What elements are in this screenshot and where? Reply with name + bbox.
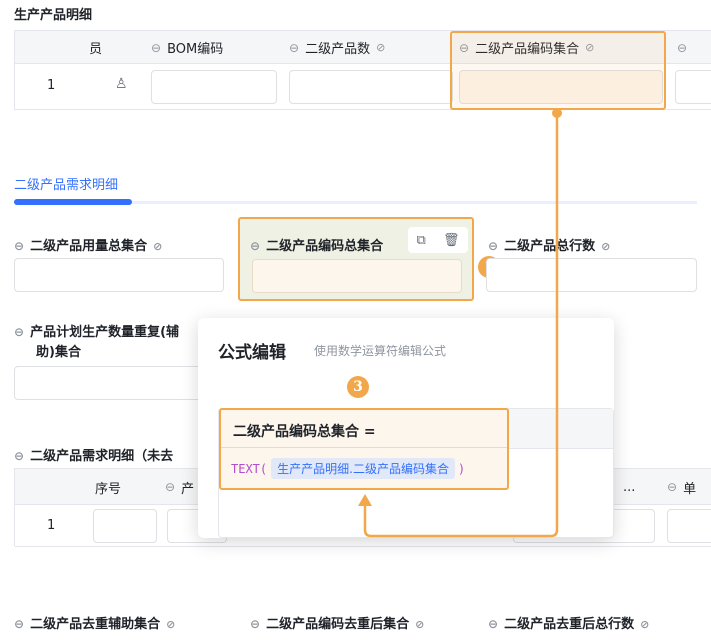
copy-icon[interactable]: ⧉ [416,232,426,248]
unit-input[interactable] [667,509,711,543]
eye-off-icon: ⊘ [415,618,425,631]
column-header-seq: 序号 [95,481,122,497]
section-title-production-detail: 生产产品明细 [14,8,93,23]
link-icon: ⊖ [250,617,261,631]
formula-function: TEXT( [231,461,268,476]
formula-close-paren: ) [458,461,464,476]
table-row: 1 ♙ [15,64,711,110]
code-set-field-card[interactable]: ⊖二级产品编码总集合 ⧉ 🗑 [238,217,474,301]
seq-input[interactable] [93,509,157,543]
eye-off-icon: ⊘ [153,240,163,253]
column-header-product: ⊖产 [165,480,195,497]
formula-editor-subtitle: 使用数学运算符编辑公式 [314,344,447,358]
formula-expression[interactable]: TEXT( 生产产品明细.二级产品编码集合 ) [231,458,464,479]
more-input[interactable] [675,70,711,104]
row-index: 1 [47,518,56,533]
code-set-input[interactable] [252,259,462,293]
field-label-total-rows: ⊖二级产品总行数⊘ [488,239,611,254]
field-toolbar: ⧉ 🗑 [408,227,468,253]
link-icon: ⊖ [459,40,470,55]
link-icon: ⊖ [677,40,688,55]
link-icon: ⊖ [250,239,261,253]
plan-qty-input[interactable] [14,366,214,400]
formula-argument-chip[interactable]: 生产产品明细.二级产品编码集合 [271,458,455,479]
link-icon: ⊖ [151,40,162,55]
link-icon: ⊖ [14,617,25,631]
field-label-dedup-code: ⊖二级产品编码去重后集合⊘ [250,617,425,632]
tab-underline-active [14,199,132,205]
eye-off-icon: ⊘ [376,41,386,54]
bom-code-input[interactable] [151,70,277,104]
field-label-dedup-total: ⊖二级产品去重后总行数⊘ [488,617,650,632]
subtable-title: ⊖二级产品需求明细（未去 [14,449,174,464]
eye-off-icon: ⊘ [166,618,176,631]
link-icon: ⊖ [14,239,25,253]
row-index: 1 [47,78,56,93]
eye-off-icon: ⊘ [601,240,611,253]
link-icon: ⊖ [667,480,678,494]
tab-underline-track [14,201,697,204]
eye-off-icon: ⊘ [640,618,650,631]
formula-input-highlight[interactable]: 二级产品编码总集合 = TEXT( 生产产品明细.二级产品编码集合 ) [219,408,509,490]
field-label-code-set: ⊖二级产品编码总集合 [250,239,384,254]
sub-product-count-input[interactable] [289,70,453,104]
column-header-sub-product-code-set: ⊖二级产品编码集合⊘ [459,40,595,58]
formula-divider [221,447,507,448]
column-header-ellipsis: ... [623,479,636,495]
field-label-usage-set: ⊖二级产品用量总集合⊘ [14,239,163,254]
trash-icon[interactable]: 🗑 [442,232,460,248]
field-label-plan-qty: ⊖产品计划生产数量重复(辅 助)集合 [14,322,179,363]
link-icon: ⊖ [14,449,25,463]
field-label-dedup-aux: ⊖二级产品去重辅助集合⊘ [14,617,176,632]
column-header-sub-product-count: ⊖二级产品数⊘ [289,40,386,58]
link-icon: ⊖ [488,239,499,253]
column-header-person: 员 [89,42,103,57]
sub-product-code-set-input[interactable] [459,70,663,104]
link-icon: ⊖ [14,325,25,339]
link-icon: ⊖ [488,617,499,631]
link-icon: ⊖ [165,480,176,494]
column-header-bom-code: ⊖BOM编码 [151,40,224,58]
link-icon: ⊖ [289,40,300,55]
production-detail-table: 员 ⊖BOM编码 ⊖二级产品数⊘ ⊖二级产品编码集合⊘ ⊖ 1 ♙ [14,30,711,110]
eye-off-icon: ⊘ [585,41,595,54]
total-rows-input[interactable] [486,258,697,292]
formula-editor-title: 公式编辑 [218,343,286,363]
step-badge-three: 3 [347,376,369,398]
tab-sub-product-demand[interactable]: 二级产品需求明细 [14,178,119,193]
column-header-more: ⊖ [677,31,693,64]
formula-target: 二级产品编码总集合 = [233,424,376,440]
table-header-row: 员 ⊖BOM编码 ⊖二级产品数⊘ ⊖二级产品编码集合⊘ ⊖ [15,31,711,64]
column-header-unit: ⊖单 [667,480,697,497]
usage-set-input[interactable] [14,258,224,292]
user-icon[interactable]: ♙ [115,76,128,92]
